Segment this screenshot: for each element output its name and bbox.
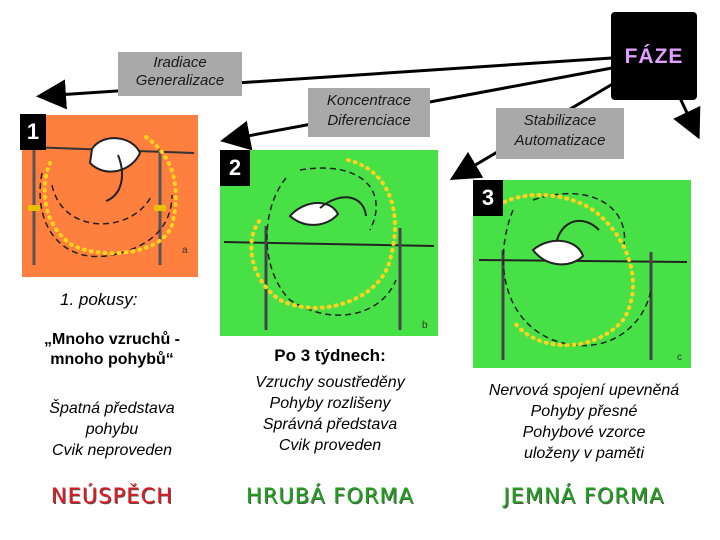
figure-letter-a: a bbox=[182, 245, 188, 256]
phase2-result: HRUBÁ FORMA bbox=[246, 484, 414, 508]
phase2-title: Po 3 týdnech: bbox=[274, 346, 386, 365]
phase2-note-4: Cvik proveden bbox=[278, 437, 382, 454]
phase1-description: „Mnoho vzruchů - mnoho pohybů“ bbox=[12, 330, 212, 370]
phase2-label-line2: Diferenciace bbox=[327, 112, 411, 129]
phase3-note-4: uloženy v paměti bbox=[523, 445, 645, 462]
phase3-notes: Nervová spojení upevněná Pohyby přesné P… bbox=[466, 380, 702, 464]
phase3-note-3: Pohybové vzorce bbox=[522, 424, 646, 441]
phase2-badge: 2 bbox=[220, 150, 250, 186]
phase1-note-3: Cvik neproveden bbox=[51, 442, 173, 459]
phase1-title: 1. pokusy: bbox=[60, 290, 138, 309]
phase3-figure: c bbox=[473, 180, 691, 368]
phase2-figure: b bbox=[220, 150, 438, 336]
figure-letter-c: c bbox=[677, 352, 682, 363]
phase1-notes: Špatná představa pohybu Cvik neproveden bbox=[12, 398, 212, 461]
phase3-note-1: Nervová spojení upevněná bbox=[488, 382, 680, 399]
phase3-note-2: Pohyby přesné bbox=[530, 403, 638, 420]
phase1-label-line1: Iradiace bbox=[153, 54, 207, 71]
phase1-badge: 1 bbox=[20, 114, 46, 150]
phase3-label: Stabilizace Automatizace bbox=[496, 108, 624, 159]
phase3-result: JEMNÁ FORMA bbox=[503, 484, 665, 508]
phase3-label-line1: Stabilizace bbox=[523, 112, 597, 129]
phase2-note-2: Pohyby rozlišeny bbox=[269, 395, 391, 412]
gymnast-illustration-c: c bbox=[478, 192, 688, 363]
gymnast-illustration-b: b bbox=[223, 158, 435, 331]
phase2-label: Koncentrace Diferenciace bbox=[308, 88, 430, 137]
phase3-label-line2: Automatizace bbox=[514, 132, 606, 149]
phase1-note-1: Špatná představa bbox=[49, 400, 175, 417]
figure-letter-b: b bbox=[422, 320, 428, 331]
faze-label: FÁZE bbox=[624, 45, 684, 68]
phase1-note-2: pohybu bbox=[85, 421, 139, 438]
phase2-note-3: Správná představa bbox=[262, 416, 398, 433]
phase3-badge: 3 bbox=[473, 180, 503, 216]
phase2-notes: Vzruchy soustředěny Pohyby rozlišeny Spr… bbox=[222, 372, 438, 456]
phase2-label-line1: Koncentrace bbox=[326, 92, 412, 109]
phase1-figure: a bbox=[22, 115, 198, 277]
phase1-label: Iradiace Generalizace bbox=[118, 52, 242, 96]
phase1-description-line2: mnoho pohybů“ bbox=[50, 351, 174, 368]
phase1-result: NEÚSPĚCH bbox=[50, 484, 174, 508]
phase1-description-line1: „Mnoho vzruchů - bbox=[44, 331, 180, 348]
phase2-note-1: Vzruchy soustředěny bbox=[255, 374, 405, 391]
faze-box: FÁZE bbox=[611, 12, 697, 100]
arrow-to-right bbox=[673, 97, 701, 140]
gymnast-illustration-a: a bbox=[27, 135, 195, 265]
phase1-label-line2: Generalizace bbox=[135, 72, 225, 89]
